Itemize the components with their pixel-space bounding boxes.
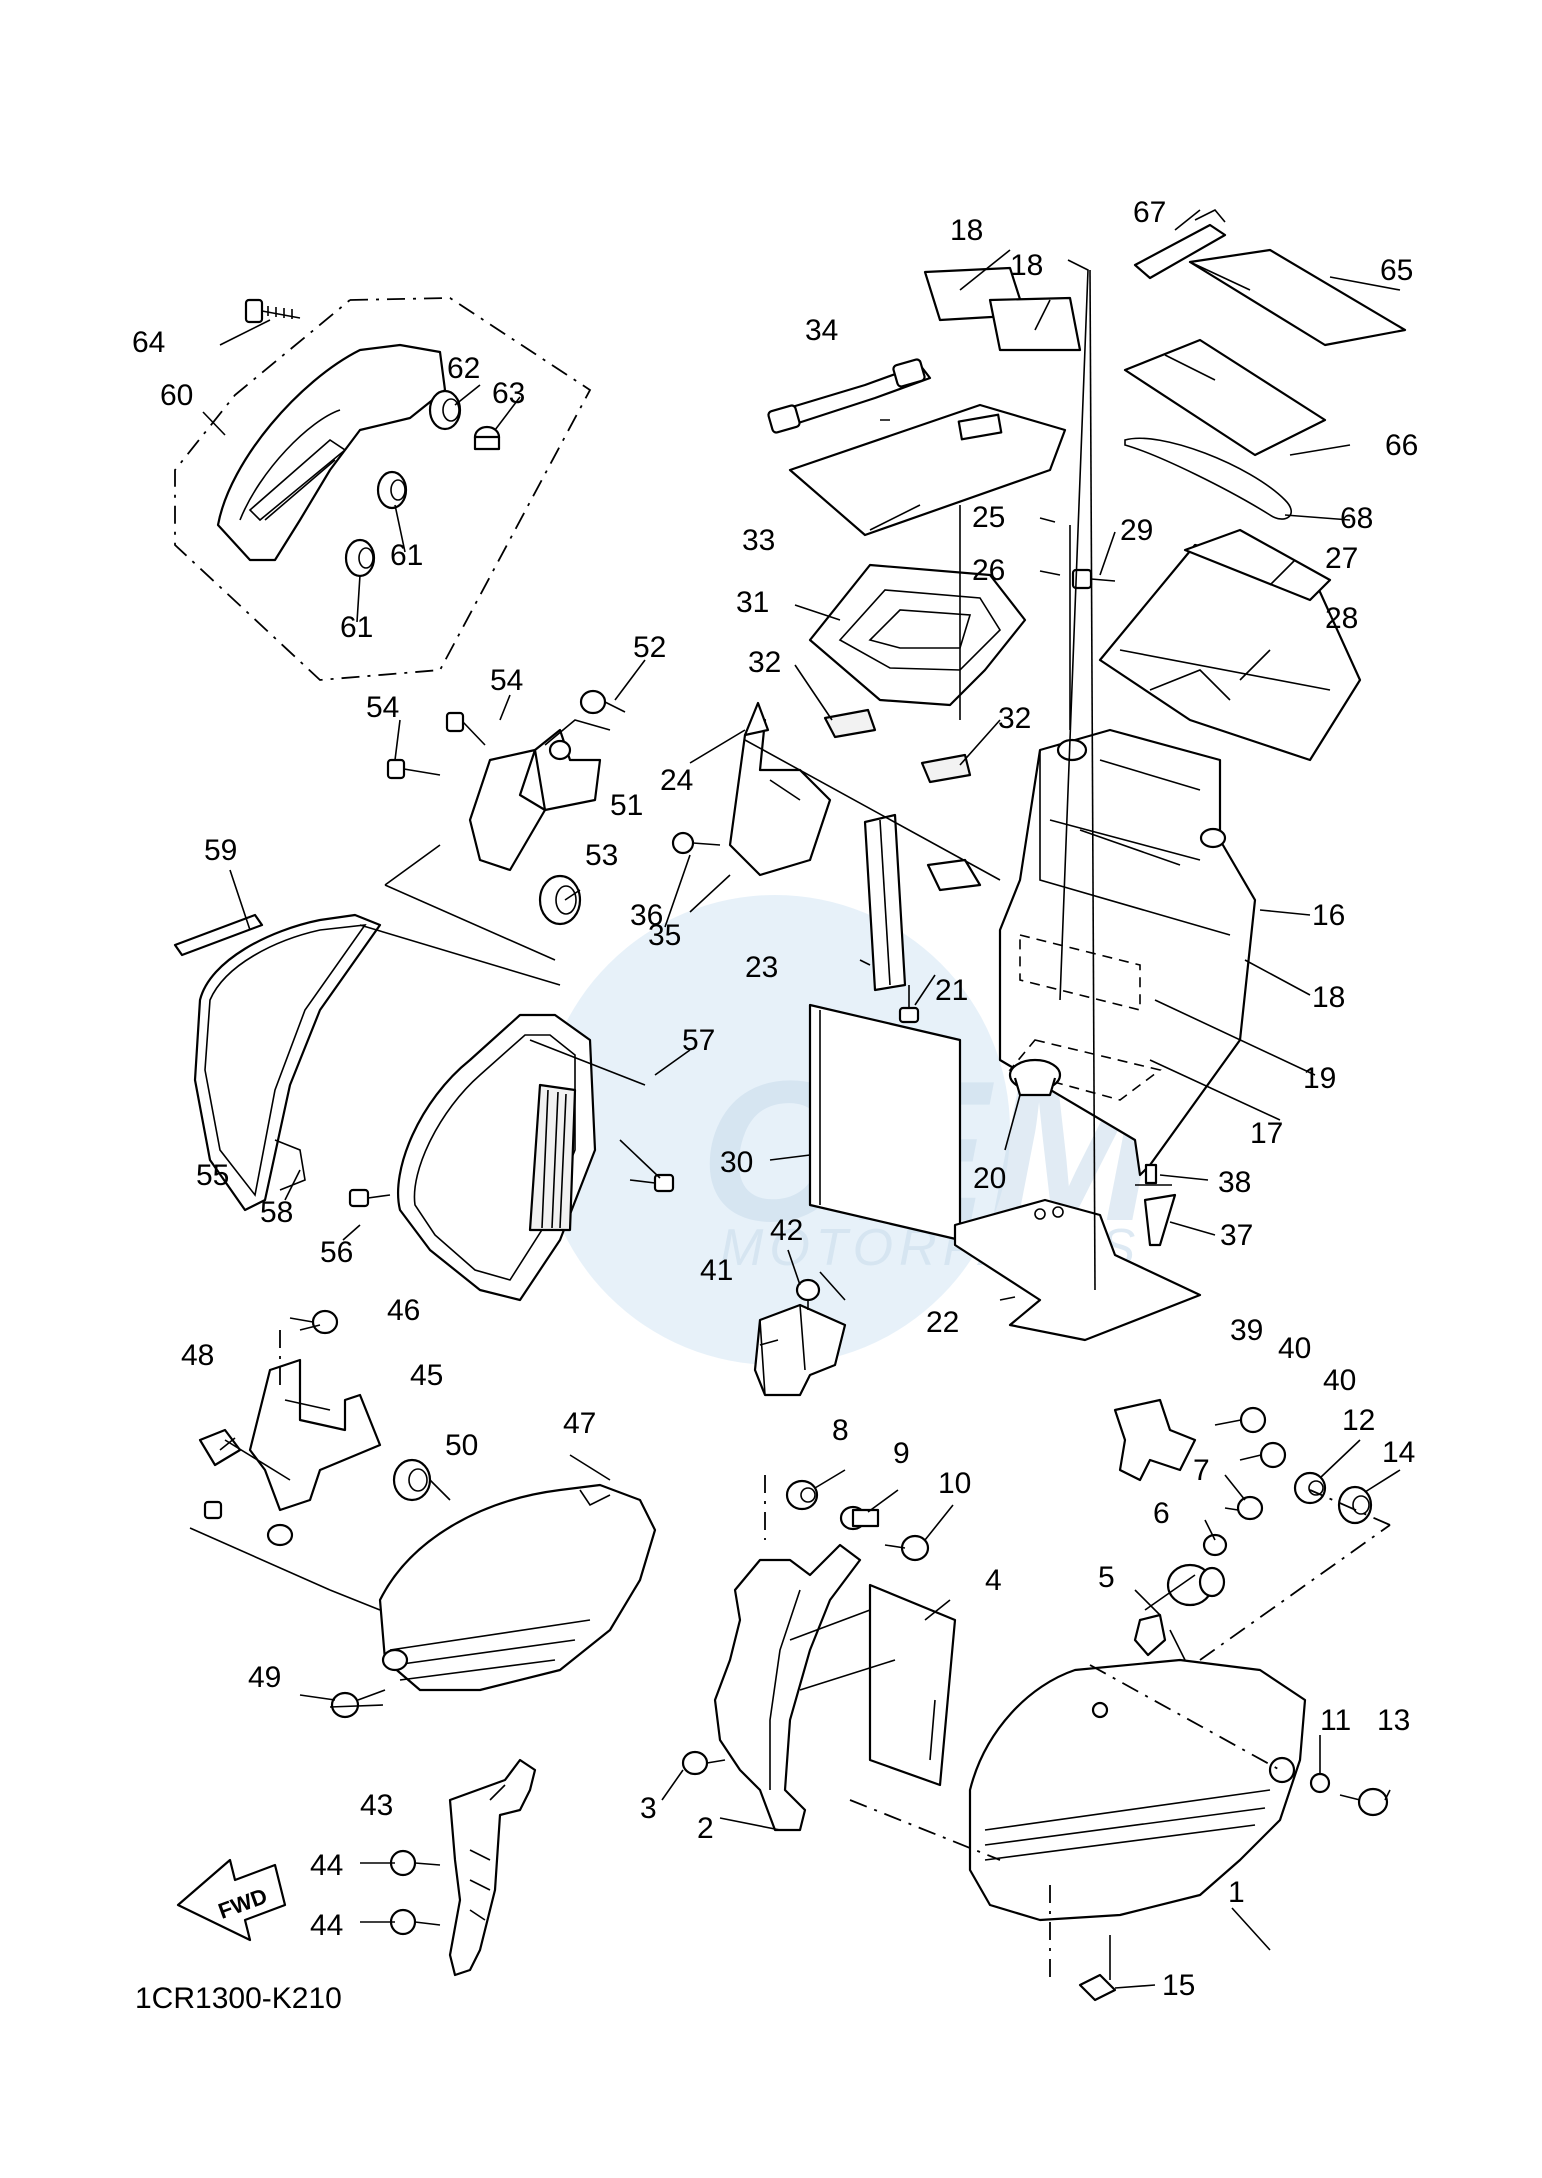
callout-13: 13 [1377, 1704, 1410, 1737]
insulator-group [808, 813, 1202, 1342]
toolkit-group [1071, 209, 1407, 762]
callout-26: 26 [972, 554, 1005, 587]
callout-9: 9 [893, 1437, 910, 1470]
callout-5: 5 [1098, 1561, 1115, 1594]
callout-35: 35 [648, 919, 681, 952]
callout-4: 4 [985, 1564, 1002, 1597]
side-cover-47 [330, 1483, 657, 1719]
callout-19: 19 [1303, 1062, 1336, 1095]
callout-33: 33 [742, 524, 775, 557]
callout-49: 49 [248, 1661, 281, 1694]
callout-68: 68 [1340, 502, 1373, 535]
callout-32a: 32 [748, 646, 781, 679]
callout-66: 66 [1385, 429, 1418, 462]
callout-62: 62 [447, 352, 480, 385]
callout-50: 50 [445, 1429, 478, 1462]
bracket-45-group [198, 1309, 432, 1547]
callout-14: 14 [1382, 1436, 1415, 1469]
callout-15: 15 [1162, 1969, 1195, 2002]
callout-40a: 40 [1278, 1332, 1311, 1365]
callout-54a: 54 [490, 664, 523, 697]
callout-42: 42 [770, 1214, 803, 1247]
callout-47: 47 [563, 1407, 596, 1440]
callout-43: 43 [360, 1789, 393, 1822]
callout-2: 2 [697, 1812, 714, 1845]
callout-11: 11 [1320, 1704, 1351, 1737]
callout-53: 53 [585, 839, 618, 872]
callout-46: 46 [387, 1294, 420, 1327]
callout-25: 25 [972, 501, 1005, 534]
guide-lines-mid-left [359, 844, 646, 1086]
callout-59: 59 [204, 834, 237, 867]
guide-lines-lower [764, 1475, 1391, 1985]
callout-67: 67 [1133, 196, 1166, 229]
callout-37: 37 [1220, 1219, 1253, 1252]
callout-3: 3 [640, 1792, 657, 1825]
callout-24: 24 [660, 764, 693, 797]
guide-lines-top [744, 259, 1181, 1291]
callout-44a: 44 [310, 1849, 343, 1882]
callout-51: 51 [610, 789, 643, 822]
callout-44b: 44 [310, 1909, 343, 1942]
callout-60: 60 [160, 379, 193, 412]
battery-box-group [998, 728, 1257, 1247]
callout-20: 20 [973, 1162, 1006, 1195]
callout-28: 28 [1325, 602, 1358, 635]
callout-52: 52 [633, 631, 666, 664]
callout-6: 6 [1153, 1497, 1170, 1530]
callout-17: 17 [1250, 1117, 1283, 1150]
bracket-43-group [389, 1758, 537, 1977]
callout-64: 64 [132, 326, 165, 359]
callout-57: 57 [682, 1024, 715, 1057]
tray-group [767, 266, 1082, 784]
callout-27: 27 [1325, 542, 1358, 575]
callout-45: 45 [410, 1359, 443, 1392]
diagram-ref-code: 1CR1300-K210 [135, 1982, 342, 2015]
callout-38: 38 [1218, 1166, 1251, 1199]
callout-41: 41 [700, 1254, 733, 1287]
callout-12: 12 [1342, 1404, 1375, 1437]
callout-22: 22 [926, 1306, 959, 1339]
callout-55: 55 [196, 1159, 229, 1192]
bracket-51-group [173, 689, 626, 957]
callout-18b: 18 [1010, 249, 1043, 282]
callouts: 1 2 3 4 5 6 7 8 9 10 11 12 13 14 15 16 1… [132, 196, 1418, 2002]
callout-10: 10 [938, 1467, 971, 1500]
callout-61a: 61 [390, 539, 423, 572]
fwd-arrow: FWD [176, 1858, 287, 1942]
side-cover-1-group [681, 1479, 1389, 2002]
bracket-35-group [671, 701, 832, 877]
callout-54b: 54 [366, 691, 399, 724]
callout-56: 56 [320, 1236, 353, 1269]
lock-group [1113, 1398, 1373, 1657]
callout-40b: 40 [1323, 1364, 1356, 1397]
callout-16: 16 [1312, 899, 1345, 932]
side-cover-55-56 [193, 913, 675, 1302]
callout-48: 48 [181, 1339, 214, 1372]
callout-7: 7 [1193, 1454, 1210, 1487]
callout-34: 34 [805, 314, 838, 347]
guide-lines-lower-left [189, 1330, 381, 1611]
callout-8: 8 [832, 1414, 849, 1447]
callout-23: 23 [745, 951, 778, 984]
callout-18c: 18 [1312, 981, 1345, 1014]
callout-30: 30 [720, 1146, 753, 1179]
callout-61b: 61 [340, 611, 373, 644]
callout-21: 21 [935, 974, 968, 1007]
callout-36: 36 [630, 899, 663, 932]
callout-29: 29 [1120, 514, 1153, 547]
callout-31: 31 [736, 586, 769, 619]
callout-1: 1 [1228, 1876, 1245, 1909]
callout-58: 58 [260, 1196, 293, 1229]
bracket-41-group [753, 1278, 847, 1397]
callout-39: 39 [1230, 1314, 1263, 1347]
callout-63: 63 [492, 377, 525, 410]
callout-18a: 18 [950, 214, 983, 247]
callout-32b: 32 [998, 702, 1031, 735]
callout-65: 65 [1380, 254, 1413, 287]
cover-group-60 [174, 297, 592, 681]
